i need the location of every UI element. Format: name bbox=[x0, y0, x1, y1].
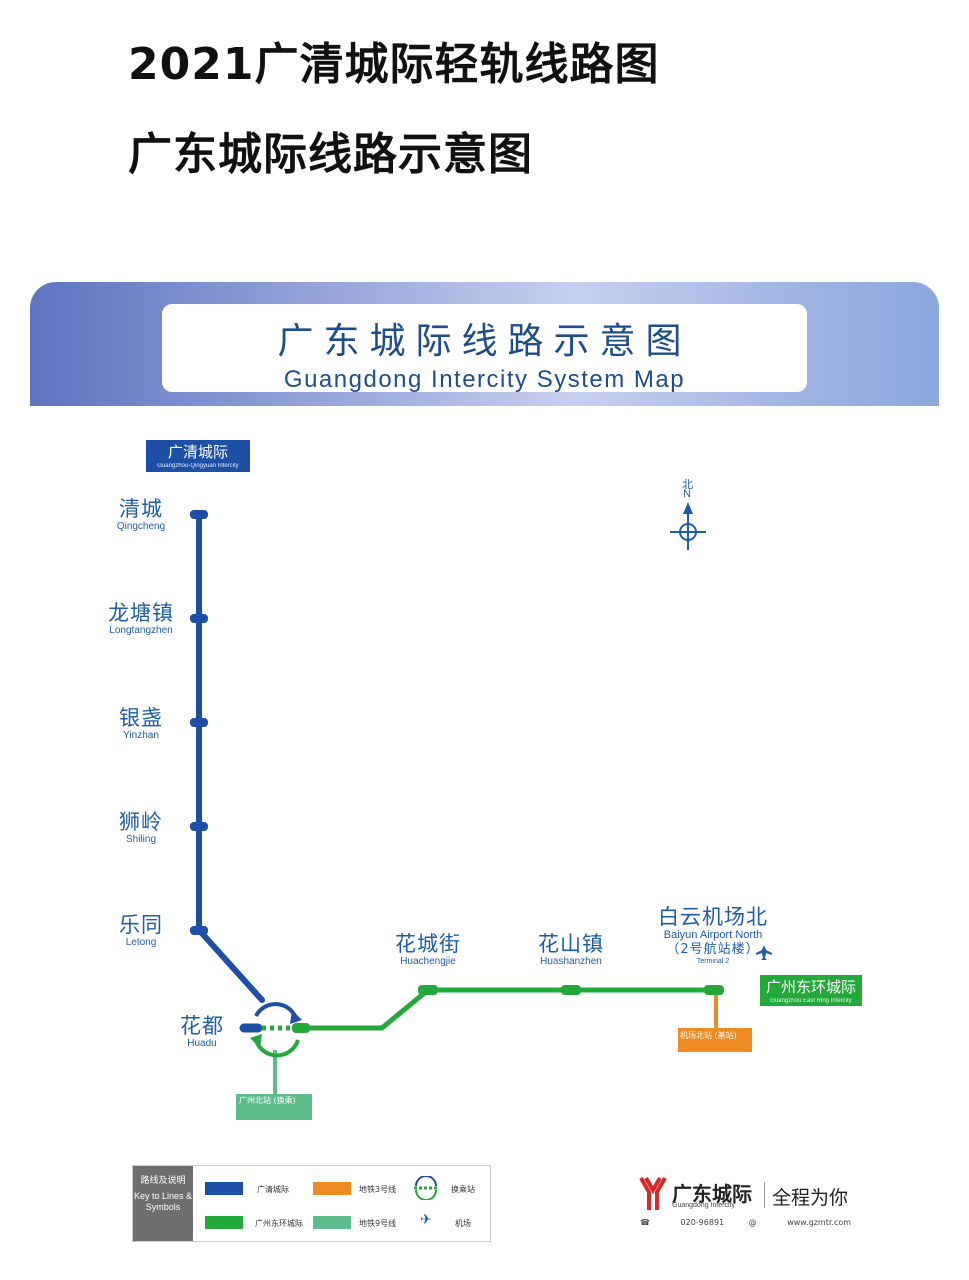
station-marker-yinzhan bbox=[190, 718, 208, 727]
station-huadu[interactable]: 花都 Huadu bbox=[162, 1014, 242, 1049]
brand-name-cn: 广东城际 bbox=[672, 1182, 752, 1206]
page-subheadline: 广东城际线路示意图 bbox=[128, 129, 533, 180]
qingcheng-line-path bbox=[196, 511, 265, 1003]
station-shiling-en: Shiling bbox=[125, 834, 157, 845]
station-marker-airport-north bbox=[704, 985, 724, 995]
station-marker-shiling bbox=[190, 822, 208, 831]
station-yinzhan-cn: 银盏 bbox=[119, 706, 163, 730]
station-marker-qingcheng bbox=[190, 510, 208, 519]
station-huachengjie-en: Huachengjie bbox=[400, 956, 456, 967]
station-yinzhan-en: Yinzhan bbox=[123, 730, 159, 741]
station-huachengjie-cn: 花城街 bbox=[395, 932, 461, 956]
line-badge-guangqing-en: Guangzhou-Qingyuan Intercity bbox=[157, 463, 239, 469]
transfer-guangzhou-north-tag: (换乘) bbox=[273, 1096, 296, 1105]
station-letong-en: Letong bbox=[125, 937, 157, 948]
legend-swatch-guangqing bbox=[205, 1182, 243, 1195]
station-longtangzhen-cn: 龙塘镇 bbox=[108, 601, 174, 625]
station-letong[interactable]: 乐同 Letong bbox=[100, 913, 182, 948]
station-shiling[interactable]: 狮岭 Shiling bbox=[100, 810, 182, 845]
station-yinzhan[interactable]: 银盏 Yinzhan bbox=[100, 706, 182, 741]
brand-website[interactable]: www.gzmtr.com bbox=[787, 1218, 852, 1227]
brand-divider bbox=[764, 1182, 765, 1208]
brand-contact: ☎ 020-96891 @ www.gzmtr.com bbox=[640, 1218, 870, 1227]
transfer-guangzhou-north[interactable]: 广州北站 (换乘) bbox=[236, 1094, 312, 1120]
interchange-arrowhead-green bbox=[250, 1034, 262, 1048]
station-airport-north-en: Baiyun Airport North bbox=[663, 929, 763, 941]
legend-label-guangqing: 广清城际 bbox=[257, 1185, 289, 1194]
station-qingcheng[interactable]: 清城 Qingcheng bbox=[100, 497, 182, 532]
legend-heading-en: Key to Lines & Symbols bbox=[133, 1191, 193, 1212]
transfer-guangzhou-north-cn: 广州北站 bbox=[239, 1096, 271, 1105]
interchange-arrowhead-blue bbox=[290, 1010, 302, 1024]
brand-hotline: 020-96891 bbox=[680, 1218, 725, 1227]
brand-name-en: Guangdong Intercity bbox=[672, 1202, 736, 1209]
legend-label-east-ring: 广州东环城际 bbox=[255, 1219, 303, 1228]
station-shiling-cn: 狮岭 bbox=[119, 810, 163, 834]
transfer-airport-metro-cn: 机场北站 bbox=[680, 1031, 712, 1040]
legend-airport-icon: ✈ bbox=[420, 1212, 432, 1228]
station-airport-north[interactable]: 白云机场北 Baiyun Airport North （2号航站楼） Termi… bbox=[640, 905, 786, 966]
legend-swatch-metro9 bbox=[313, 1216, 351, 1229]
legend-heading-cn: 路线及说明 bbox=[140, 1176, 186, 1186]
transfer-airport-metro[interactable]: 机场北站 (基站) bbox=[678, 1028, 752, 1052]
line-badge-east-ring-en: Guangzhou East Ring Intercity bbox=[770, 998, 852, 1004]
station-qingcheng-en: Qingcheng bbox=[116, 521, 166, 532]
compass-label-cn: 北 bbox=[682, 478, 693, 491]
station-qingcheng-cn: 清城 bbox=[119, 497, 163, 521]
legend-label-airport: 机场 bbox=[455, 1219, 471, 1228]
interchange-arrow-blue bbox=[254, 1002, 298, 1019]
map-title-cn: 广东城际线路示意图 bbox=[277, 321, 692, 362]
station-marker-huadu-green bbox=[292, 1023, 310, 1033]
map-title-en: Guangdong Intercity System Map bbox=[283, 366, 686, 393]
station-airport-north-cn: 白云机场北 bbox=[658, 905, 768, 929]
legend-label-metro3: 地铁3号线 bbox=[359, 1185, 397, 1194]
east-ring-line-path bbox=[295, 987, 717, 1031]
web-icon: @ bbox=[748, 1218, 757, 1227]
compass-arrow bbox=[683, 502, 693, 514]
station-letong-cn: 乐同 bbox=[119, 913, 163, 937]
legend-label-metro9: 地铁9号线 bbox=[359, 1219, 397, 1228]
legend-swatch-metro3 bbox=[313, 1182, 351, 1195]
station-airport-north-terminal-en: Terminal 2 bbox=[696, 958, 730, 965]
station-marker-huachengjie bbox=[418, 985, 438, 995]
station-huadu-cn: 花都 bbox=[180, 1014, 224, 1038]
station-longtangzhen-en: Longtangzhen bbox=[109, 625, 173, 636]
station-longtangzhen[interactable]: 龙塘镇 Longtangzhen bbox=[96, 601, 186, 636]
legend-swatch-east-ring bbox=[205, 1216, 243, 1229]
map-title-card: 广东城际线路示意图 Guangdong Intercity System Map bbox=[162, 304, 807, 393]
line-badge-guangqing: 广清城际 Guangzhou-Qingyuan Intercity bbox=[146, 440, 250, 472]
line-badge-east-ring: 广州东环城际 Guangzhou East Ring Intercity bbox=[760, 975, 862, 1006]
brand-block: 广东城际 Guangdong Intercity 全程为你 ☎ 020-9689… bbox=[638, 1174, 868, 1244]
station-huadu-en: Huadu bbox=[187, 1038, 217, 1049]
station-marker-letong bbox=[190, 926, 208, 935]
legend-heading: 路线及说明 Key to Lines & Symbols bbox=[133, 1166, 193, 1241]
compass-label-en: N bbox=[683, 488, 691, 500]
station-huashanzhen-en: Huashanzhen bbox=[540, 956, 602, 967]
legend-interchange-icon bbox=[414, 1176, 438, 1200]
page-headline: 2021广清城际轻轨线路图 bbox=[128, 39, 660, 90]
station-huashanzhen[interactable]: 花山镇 Huashanzhen bbox=[523, 932, 619, 967]
station-huachengjie[interactable]: 花城街 Huachengjie bbox=[380, 932, 476, 967]
transfer-airport-metro-tag: (基站) bbox=[714, 1031, 737, 1040]
brand-slogan: 全程为你 bbox=[772, 1187, 849, 1209]
station-marker-huashanzhen bbox=[561, 985, 581, 995]
map-legend: 路线及说明 Key to Lines & Symbols 广清城际 地铁3号线 … bbox=[132, 1165, 491, 1242]
compass-ring bbox=[679, 523, 697, 541]
phone-icon: ☎ bbox=[640, 1218, 650, 1227]
interchange-arrow-green bbox=[254, 1039, 300, 1058]
station-airport-north-terminal-cn: （2号航站楼） bbox=[666, 942, 760, 957]
station-huashanzhen-cn: 花山镇 bbox=[538, 932, 604, 956]
brand-logo-icon bbox=[639, 1176, 667, 1210]
line-badge-guangqing-cn: 广清城际 bbox=[167, 443, 228, 461]
station-marker-longtangzhen bbox=[190, 614, 208, 623]
line-badge-east-ring-cn: 广州东环城际 bbox=[765, 978, 856, 996]
legend-label-interchange: 换乘站 bbox=[451, 1185, 475, 1194]
